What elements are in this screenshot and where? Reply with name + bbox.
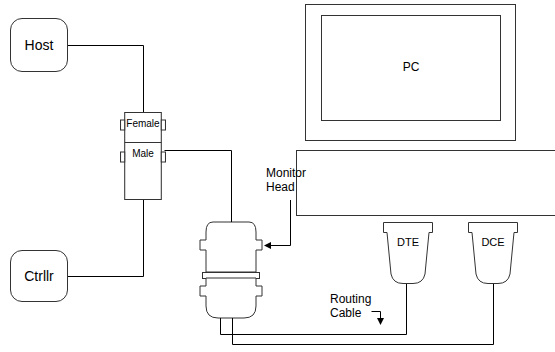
connector-ear <box>121 152 125 162</box>
node-text: DCE <box>481 236 504 249</box>
node-text: Male <box>132 148 154 160</box>
callout-label: Routing Cable <box>330 292 382 321</box>
cable-line <box>68 46 144 113</box>
routing-cable-dte <box>221 284 407 335</box>
node-text: Female <box>126 118 159 130</box>
adapter-body <box>125 113 162 200</box>
device-box: Ctrllr <box>10 250 68 302</box>
monitor-housing <box>306 5 516 141</box>
cable-line <box>68 200 144 277</box>
callout-label: Monitor Head <box>266 166 324 195</box>
arrowhead <box>377 318 384 325</box>
port-outline <box>468 222 518 284</box>
serial-port: DTE <box>383 222 433 284</box>
connector-ear <box>121 120 125 130</box>
node-text: Ctrllr <box>24 268 54 284</box>
y-adapter: FemaleMale <box>120 112 166 200</box>
connector-divider <box>125 142 162 143</box>
connector-ear <box>161 120 165 130</box>
node-text: PC <box>403 61 420 75</box>
monitor-head-upper <box>200 222 262 272</box>
port-outline <box>383 222 433 284</box>
port-body <box>469 223 518 284</box>
port-body <box>384 223 433 284</box>
node-text: DTE <box>397 236 419 249</box>
pc-chassis <box>297 151 555 216</box>
leader-arrow <box>270 200 291 246</box>
serial-port: DCE <box>468 222 518 284</box>
connector-ear <box>161 152 165 162</box>
monitor-tap-wire <box>165 151 232 223</box>
monitor-head-lower <box>200 278 262 318</box>
node-text: Host <box>25 37 54 53</box>
arrowhead <box>264 242 271 249</box>
monitor-screen: PC <box>321 15 501 121</box>
device-box: Host <box>10 18 68 72</box>
routing-cable-dce <box>233 284 494 345</box>
